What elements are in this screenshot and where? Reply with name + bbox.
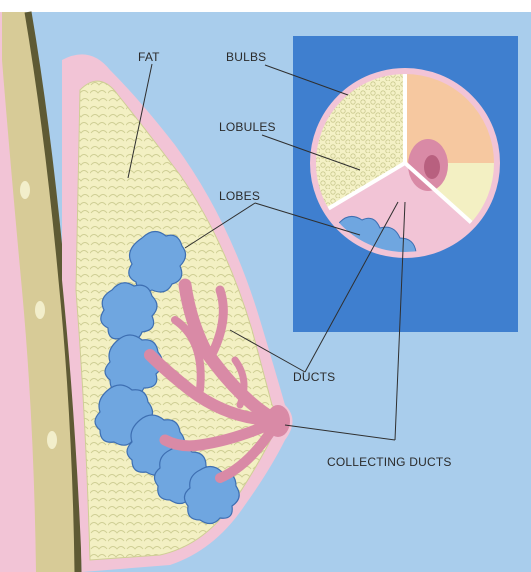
nipple (266, 405, 290, 437)
label-ducts: DUCTS (293, 370, 335, 384)
label-lobes: LOBES (219, 189, 260, 203)
top-border (0, 0, 531, 12)
label-lobules: LOBULES (219, 120, 276, 134)
label-fat: FAT (138, 50, 160, 64)
label-bulbs: BULBS (226, 50, 266, 64)
label-collecting-ducts: COLLECTING DUCTS (327, 455, 452, 469)
